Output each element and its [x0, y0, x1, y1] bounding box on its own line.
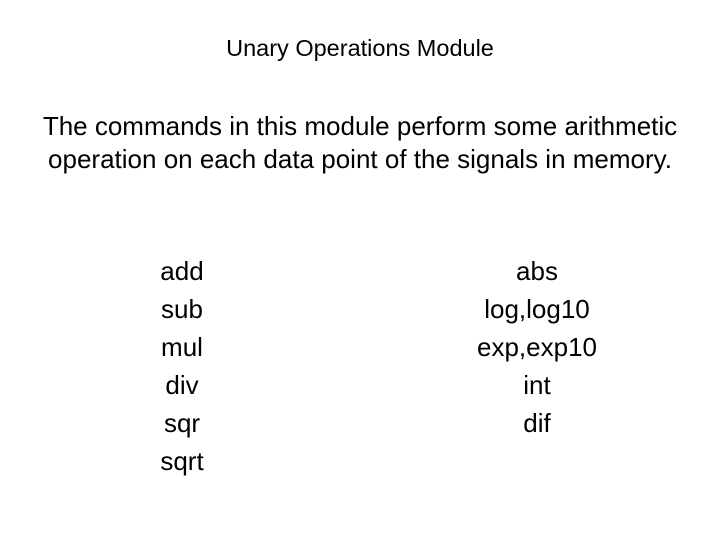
list-item: mul: [161, 332, 203, 362]
list-item: exp,exp10: [477, 332, 597, 362]
list-item: log,log10: [484, 294, 590, 324]
list-item: dif: [523, 408, 551, 438]
list-item: abs: [516, 256, 558, 286]
list-item: add: [160, 256, 204, 286]
command-column-right: abs log,log10 exp,exp10 int dif: [437, 252, 637, 442]
command-list-container: add sub mul div sqr sqrt abs log,log10 e…: [0, 252, 720, 492]
list-item: sqr: [163, 408, 201, 438]
list-item: int: [523, 370, 551, 400]
list-item: sqrt: [160, 446, 204, 476]
list-item: sub: [161, 294, 203, 324]
list-item: div: [165, 370, 199, 400]
page-title: Unary Operations Module: [226, 35, 494, 61]
command-column-left: add sub mul div sqr sqrt: [82, 252, 282, 480]
slide-body-text: The commands in this module perform some…: [42, 111, 678, 174]
